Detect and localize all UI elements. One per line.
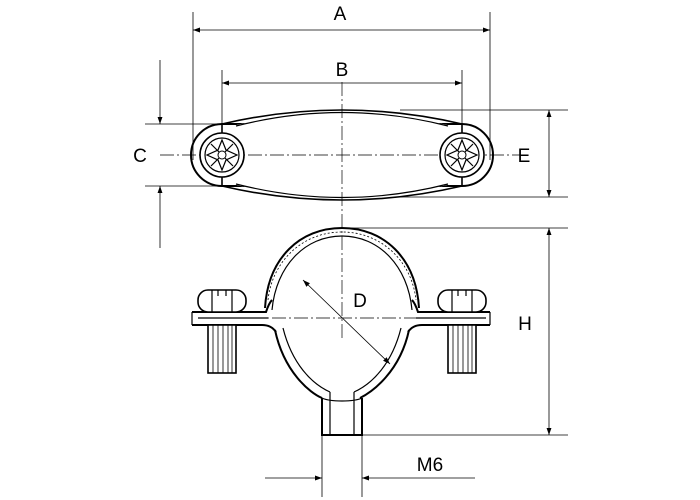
screw-head-right: [439, 132, 485, 178]
flange-left-top: [192, 299, 273, 313]
label-b: B: [336, 60, 349, 81]
dimension-line-d: [302, 279, 391, 365]
lower-ring-left-inner: [282, 327, 331, 393]
lower-ring-right-inner: [353, 327, 402, 393]
screw-head-left: [199, 132, 245, 178]
label-m6: M6: [417, 455, 443, 476]
threaded-boss-top: [321, 397, 363, 402]
screw-left: [197, 289, 247, 374]
screw-right: [437, 289, 487, 374]
lower-ring-right-outer: [359, 329, 410, 399]
flange-left-bottom: [192, 324, 277, 333]
flange-right-bottom: [407, 324, 490, 333]
clamp-ring-inner: [271, 235, 413, 311]
clamp-ring-outer: [264, 226, 420, 309]
top-view: [145, 12, 568, 248]
lower-ring-left-outer: [274, 329, 323, 399]
label-h: H: [518, 314, 532, 335]
clamp-ears-outline: [190, 123, 494, 187]
label-d: D: [353, 291, 367, 312]
clamp-ring-hatch: [267, 231, 417, 301]
label-e: E: [518, 146, 531, 167]
threaded-boss: [321, 398, 363, 436]
label-a: A: [334, 4, 347, 25]
front-view: [191, 226, 568, 497]
threaded-boss-inner: [329, 392, 355, 435]
label-c: C: [133, 146, 147, 167]
flange-right-top: [411, 299, 490, 313]
